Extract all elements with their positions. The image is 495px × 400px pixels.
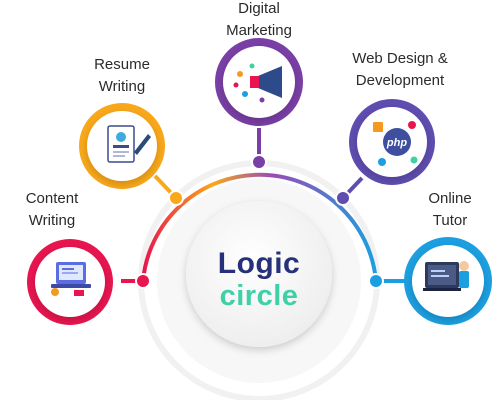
label-resume-writing: Resume Writing	[94, 56, 150, 95]
label-web-design: Web Design & Development	[352, 50, 448, 89]
node-web-design: php	[349, 99, 435, 185]
megaphone-icon	[233, 63, 282, 103]
label-content-writing: Content Writing	[25, 190, 79, 229]
php-gear-icon: php	[373, 121, 418, 166]
center-logo-text: Logic circle	[217, 247, 301, 313]
gradient-arc	[141, 172, 378, 283]
node-online-tutor	[404, 237, 492, 325]
node-content-writing	[27, 239, 113, 325]
dot-resume-writing	[168, 190, 184, 206]
resume-document-icon	[107, 125, 151, 163]
node-resume-writing	[79, 103, 165, 189]
label-online-tutor: Online Tutor	[428, 190, 472, 229]
dot-web-design	[335, 190, 351, 206]
dot-content-writing	[135, 273, 151, 289]
dot-online-tutor	[368, 273, 384, 289]
node-digital-marketing	[215, 38, 303, 126]
dot-digital-marketing	[251, 154, 267, 170]
laptop-writing-icon	[51, 262, 91, 296]
center-circle	[186, 201, 332, 347]
tutor-board-icon	[423, 261, 469, 291]
label-digital-marketing: Digital Marketing	[226, 0, 292, 39]
center-title-line2: circle	[219, 280, 299, 312]
svg-text:php: php	[386, 137, 407, 149]
center-title-line1: Logic	[217, 247, 301, 280]
